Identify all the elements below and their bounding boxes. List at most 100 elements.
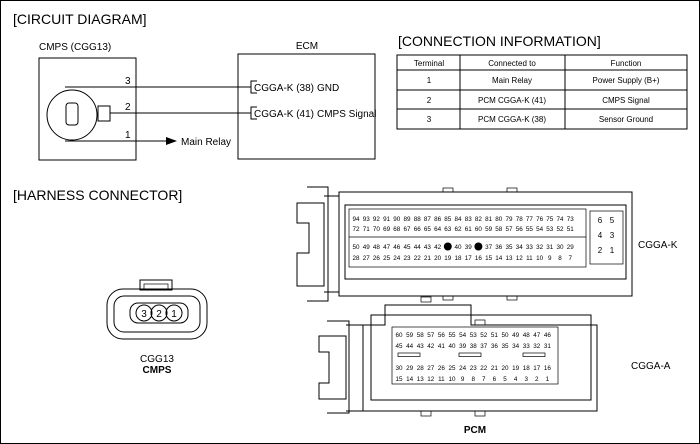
cmps-connector-code: CGG13 <box>140 354 174 365</box>
pin-label: 15 <box>485 255 493 262</box>
pin-label: 55 <box>526 226 534 233</box>
pin-label: 36 <box>491 343 499 350</box>
pin-label: 47 <box>533 332 541 339</box>
pin-label: 31 <box>546 244 554 251</box>
wire-2-number: 2 <box>125 102 131 113</box>
pin-label: 66 <box>414 226 422 233</box>
cmps-magnet-slot <box>65 102 79 126</box>
pin-label: 16 <box>544 365 552 372</box>
cgga-k-connector <box>296 186 633 302</box>
pin-label: 42 <box>434 244 442 251</box>
pin-label: 80 <box>495 216 503 223</box>
side-pin-label: 5 <box>610 216 615 225</box>
pin-label: 70 <box>373 226 381 233</box>
pin-label: 7 <box>482 376 486 383</box>
pin-label: 56 <box>438 332 446 339</box>
pin-label: 72 <box>352 226 360 233</box>
pin-label: 92 <box>373 216 381 223</box>
pin-label: 59 <box>406 332 414 339</box>
pin-label: 58 <box>417 332 425 339</box>
pin-label: 89 <box>403 216 411 223</box>
pin-label: 15 <box>395 376 403 383</box>
pin-label: 55 <box>448 332 456 339</box>
wire-1-arrow-icon <box>166 137 177 145</box>
pin-label: 46 <box>393 244 401 251</box>
pin-label: 32 <box>536 244 544 251</box>
blocked-pin-dot <box>443 242 452 251</box>
pin-label: 14 <box>406 376 414 383</box>
cmps-hall-element <box>97 105 111 122</box>
pin-label: 23 <box>403 255 411 262</box>
pin-label: 37 <box>485 244 493 251</box>
cmps-connector-name: CMPS <box>143 365 172 376</box>
pin-label: 76 <box>536 216 544 223</box>
table-cell: Main Relay <box>492 76 532 85</box>
pin-label: 33 <box>523 343 531 350</box>
pin-label: 52 <box>556 226 564 233</box>
pin-label: 41 <box>438 343 446 350</box>
pin-label: 81 <box>485 216 493 223</box>
pin-label: 27 <box>363 255 371 262</box>
pin-label: 73 <box>567 216 575 223</box>
ecm-cmps-signal-label: CMPS Signal <box>317 109 376 120</box>
pin-label: 44 <box>406 343 414 350</box>
pin-label: 33 <box>526 244 534 251</box>
cmps-pin-1: 1 <box>165 304 183 322</box>
table-cell: Power Supply (B+) <box>593 76 660 85</box>
pin-label: 26 <box>373 255 381 262</box>
pin-label: 18 <box>454 255 462 262</box>
cmps-label: CMPS (CGG13) <box>39 42 111 53</box>
pin-label: 25 <box>383 255 391 262</box>
pin-label: 14 <box>495 255 503 262</box>
pin-label: 57 <box>505 226 513 233</box>
pin-label: 42 <box>427 343 435 350</box>
pin-label: 45 <box>403 244 411 251</box>
pin-label: 51 <box>491 332 499 339</box>
pin-label: 18 <box>523 365 531 372</box>
pin-label: 48 <box>523 332 531 339</box>
pin-label: 27 <box>427 365 435 372</box>
pin-label: 20 <box>434 255 442 262</box>
pin-label: 52 <box>480 332 488 339</box>
pin-label: 34 <box>516 244 524 251</box>
main-relay-label: Main Relay <box>181 137 231 148</box>
pin-label: 84 <box>454 216 462 223</box>
pin-label: 57 <box>427 332 435 339</box>
pin-label: 79 <box>505 216 513 223</box>
pin-label: 9 <box>548 255 552 262</box>
pin-label: 54 <box>459 332 467 339</box>
pin-label: 90 <box>393 216 401 223</box>
harness-connector-title: [HARNESS CONNECTOR] <box>13 187 182 203</box>
pin-label: 34 <box>512 343 520 350</box>
pin-label: 17 <box>533 365 541 372</box>
pin-label: 83 <box>465 216 473 223</box>
table-cell: 3 <box>427 115 432 124</box>
pin-label: 50 <box>501 332 509 339</box>
pin-label: 77 <box>526 216 534 223</box>
side-pin-label: 1 <box>610 246 615 255</box>
circuit-diagram-title: [CIRCUIT DIAGRAM] <box>13 11 147 27</box>
pin-label: 43 <box>424 244 432 251</box>
pin-label: 43 <box>417 343 425 350</box>
pin-label: 5 <box>503 376 507 383</box>
pin-label: 87 <box>424 216 432 223</box>
ecm-pin-38-bracket <box>250 80 257 94</box>
pin-label: 19 <box>512 365 520 372</box>
table-cell: PCM CGGA-K (38) <box>478 115 546 124</box>
pin-label: 86 <box>434 216 442 223</box>
svg-text:2: 2 <box>156 309 162 320</box>
pin-label: 93 <box>363 216 371 223</box>
pin-label: 60 <box>395 332 403 339</box>
pin-label: 29 <box>406 365 414 372</box>
pin-label: 85 <box>444 216 452 223</box>
pin-label: 88 <box>414 216 422 223</box>
pin-label: 20 <box>501 365 509 372</box>
pin-label: 28 <box>352 255 360 262</box>
pin-label: 26 <box>438 365 446 372</box>
blocked-pin-dot <box>474 242 483 251</box>
pin-label: 12 <box>427 376 435 383</box>
pin-label: 24 <box>459 365 467 372</box>
pin-label: 12 <box>516 255 524 262</box>
